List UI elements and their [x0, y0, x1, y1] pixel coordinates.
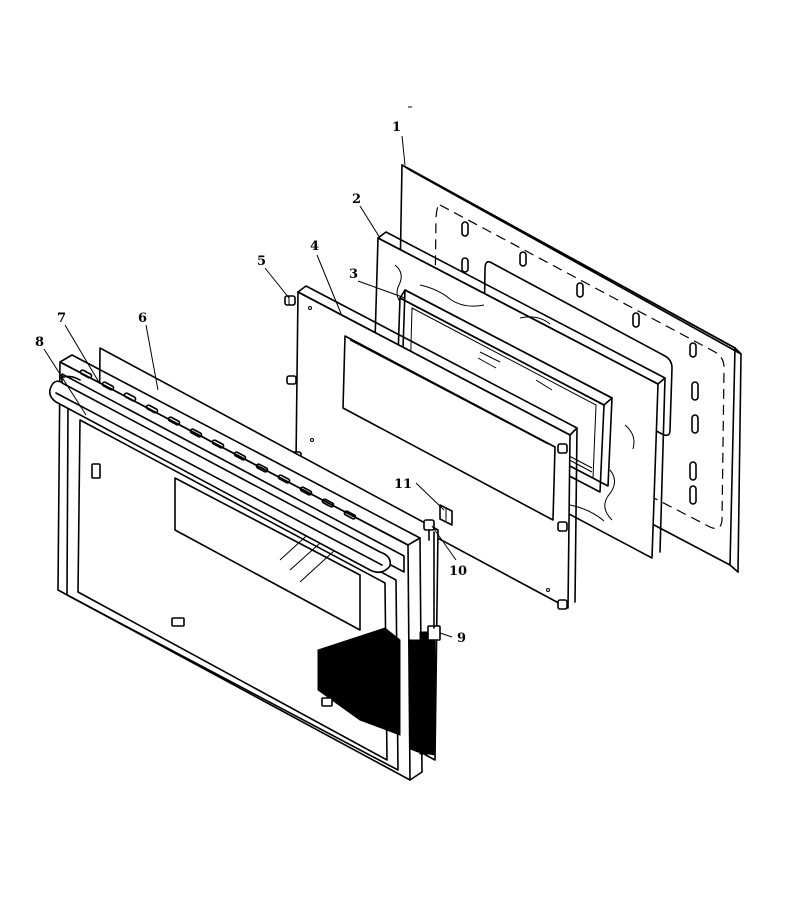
callout-3: 3: [349, 267, 358, 282]
leader-lines: [43, 135, 457, 638]
part-8-door-handle: [48, 375, 392, 574]
callout-10: 10: [449, 564, 467, 579]
callout-8: 8: [35, 335, 44, 350]
callout-1: 1: [392, 120, 401, 135]
part-9-hinge: [419, 531, 441, 755]
callout-9: 9: [457, 631, 466, 646]
part-10-hinge-bracket: [423, 519, 435, 541]
callout-5: 5: [257, 254, 266, 269]
callout-labels: 1 2 3 4 5 6 7 8 9 10 11: [35, 120, 467, 646]
callout-4: 4: [310, 239, 319, 254]
callout-6: 6: [138, 311, 147, 326]
part-4-inner-panel: [284, 285, 578, 610]
callout-7: 7: [57, 311, 66, 326]
callout-2: 2: [352, 192, 361, 207]
part-11-clip: [439, 504, 453, 526]
vent-slots: [79, 369, 357, 520]
callout-11: 11: [394, 477, 412, 492]
